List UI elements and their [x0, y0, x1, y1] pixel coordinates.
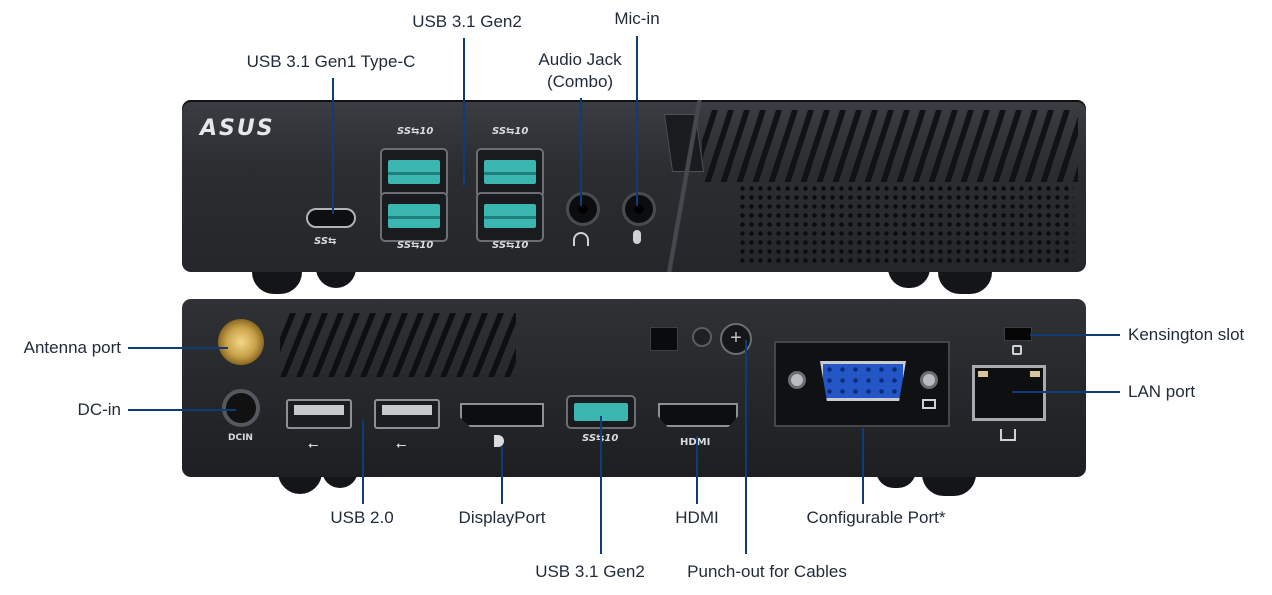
- label-displayport: DisplayPort: [458, 508, 546, 527]
- label-antenna: Antenna port: [23, 338, 121, 357]
- line-lan: [1012, 391, 1120, 393]
- front-slot-vents: [702, 110, 1078, 182]
- usb-icon-1: ⭠: [308, 437, 319, 452]
- punch-out-screw: +: [720, 323, 752, 355]
- punch-out-square: [650, 327, 678, 351]
- hdmi-mark: HDMI: [680, 437, 710, 448]
- label-audio-jack-combo: (Combo): [546, 72, 614, 91]
- vga-screw-left: [788, 371, 806, 389]
- line-dc-in: [128, 409, 236, 411]
- line-audio-jack: [580, 98, 582, 206]
- screw-small: [692, 327, 712, 347]
- usb-a-port-front-4: [476, 192, 544, 242]
- front-mesh-vents: [738, 184, 1074, 264]
- label-punch-out: Punch-out for Cables: [687, 562, 847, 581]
- label-usb20: USB 2.0: [330, 508, 394, 527]
- front-right-foot: [888, 268, 930, 288]
- line-hdmi: [696, 436, 698, 504]
- front-panel: ASUS SS⇆ SS⇆10 SS⇆10 SS⇆10 SS⇆10: [182, 100, 1086, 272]
- front-left-foot-2: [316, 268, 356, 288]
- usb-bottom-left-mark: SS⇆10: [397, 240, 434, 251]
- monitor-icon: [922, 399, 936, 409]
- headset-icon: [573, 232, 589, 246]
- front-right-foot-2: [938, 268, 992, 294]
- label-usb-c: USB 3.1 Gen1 Type-C: [246, 52, 416, 71]
- line-usb20: [362, 420, 364, 504]
- usb-a-port-front-2: [476, 148, 544, 198]
- microphone-icon: [633, 230, 641, 244]
- usb-a-port-rear: [566, 395, 636, 429]
- line-punch-out: [745, 340, 747, 554]
- line-kensington: [1030, 334, 1120, 336]
- kensington-slot: [1004, 327, 1032, 341]
- label-hdmi: HDMI: [675, 508, 719, 527]
- usb20-port-1: [286, 399, 352, 429]
- antenna-port: [218, 319, 264, 365]
- network-icon: [1000, 429, 1016, 441]
- line-usb-c: [332, 78, 334, 214]
- label-audio-jack: Audio Jack: [538, 50, 622, 69]
- rear-slot-vents: [280, 313, 516, 377]
- line-displayport: [501, 446, 503, 504]
- usb-bottom-right-mark: SS⇆10: [492, 240, 529, 251]
- usb-c-ss-mark: SS⇆: [314, 236, 337, 247]
- label-dc-in: DC-in: [77, 400, 121, 419]
- asus-logo: ASUS: [200, 116, 275, 141]
- line-mic-in: [636, 36, 638, 206]
- dc-in-port: [222, 389, 260, 427]
- lan-led-right: [1030, 371, 1040, 377]
- label-mic-in: Mic-in: [614, 9, 660, 28]
- hdmi-port: [658, 403, 738, 427]
- usb20-port-2: [374, 399, 440, 429]
- vga-screw-right: [920, 371, 938, 389]
- usb-c-port: [306, 208, 356, 228]
- dcin-mark: DCIN: [228, 433, 253, 443]
- line-antenna: [128, 347, 228, 349]
- line-usb-gen2-bottom: [600, 416, 602, 554]
- usb-top-left-mark: SS⇆10: [397, 126, 434, 137]
- label-usb-gen2-top: USB 3.1 Gen2: [412, 12, 522, 31]
- label-kensington: Kensington slot: [1128, 325, 1245, 344]
- usb-icon-2: ⭠: [396, 437, 407, 452]
- usb-top-right-mark: SS⇆10: [492, 126, 529, 137]
- vga-port: [820, 361, 906, 401]
- label-configurable: Configurable Port*: [806, 508, 946, 527]
- displayport-port: [460, 403, 544, 427]
- line-usb-gen2-top: [463, 38, 465, 186]
- label-usb-gen2-bottom: USB 3.1 Gen2: [535, 562, 645, 581]
- displayport-icon: [494, 435, 504, 447]
- lan-led-left: [978, 371, 988, 377]
- front-diagonal-edge: [646, 100, 726, 272]
- usb-a-port-front-3: [380, 192, 448, 242]
- label-lan: LAN port: [1128, 382, 1196, 401]
- usb-a-port-front-1: [380, 148, 448, 198]
- line-configurable: [862, 428, 864, 504]
- lock-icon: [1012, 345, 1022, 355]
- audio-jack: [566, 192, 600, 226]
- back-panel: DCIN ⭠ ⭠ SS⇆10 HDMI: [182, 299, 1086, 477]
